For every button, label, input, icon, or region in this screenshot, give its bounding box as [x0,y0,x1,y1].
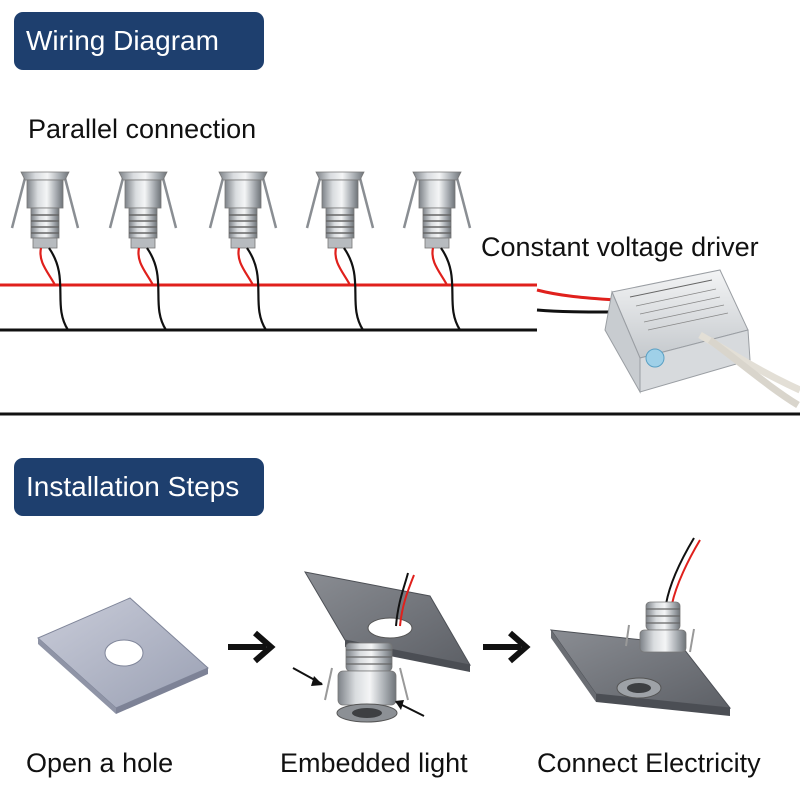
step1-label: Open a hole [26,748,174,778]
downlight-2 [108,170,178,331]
driver-label-text [629,279,729,331]
constant-voltage-driver [536,269,800,408]
downlight-3 [208,170,278,331]
step2-label: Embedded light [280,748,468,778]
section-title-wiring: Wiring Diagram [14,12,264,70]
step1-plate-with-hole [37,597,209,714]
downlight-4 [305,170,375,331]
downlight-5 [402,170,472,331]
downlight-1 [10,170,80,331]
step3-installed-light [549,537,732,716]
arrow-right-icon [228,630,276,664]
step3-label: Connect Electricity [537,748,761,778]
parallel-connection-label: Parallel connection [28,114,257,144]
driver-label: Constant voltage driver [481,232,759,262]
section-title-installation: Installation Steps [14,458,264,516]
arrow-right-icon [483,630,531,664]
step2-embedded-light [292,571,471,723]
